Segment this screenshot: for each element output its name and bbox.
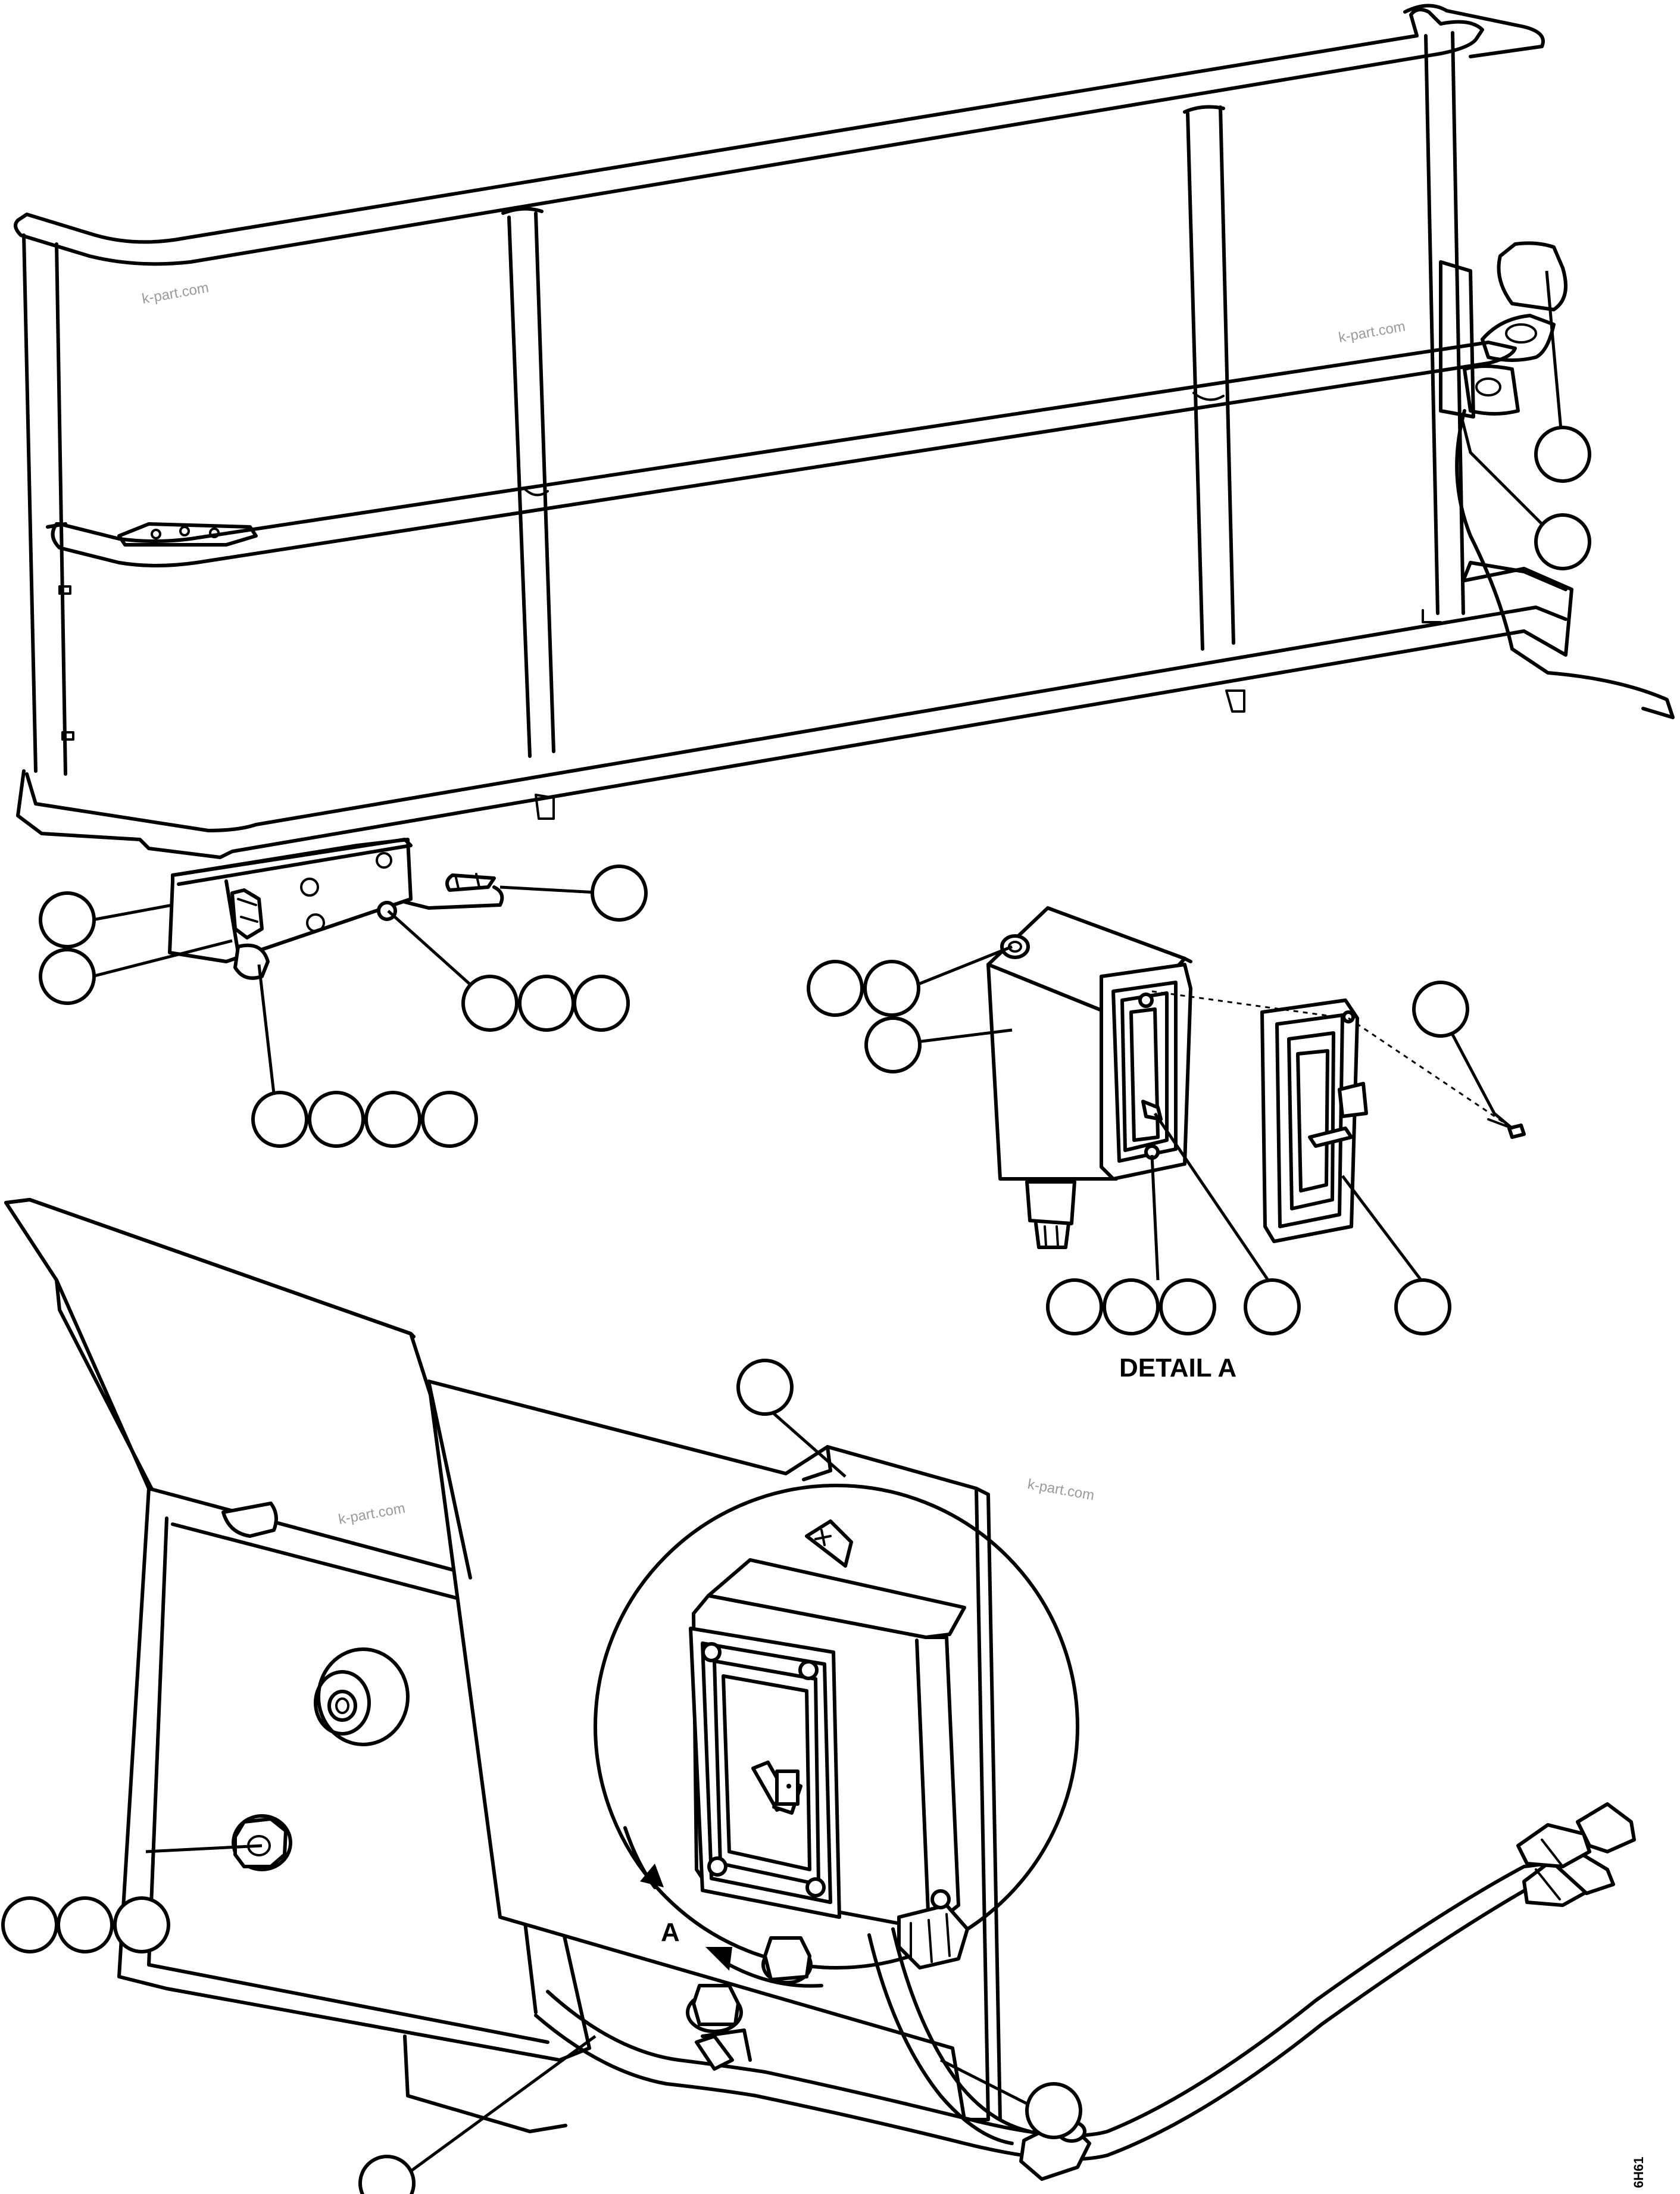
callout-cable-1 [251,1091,308,1148]
callout-box-2 [863,960,920,1017]
callout-bracket-2 [39,948,96,1005]
watermark: k-part.com [1026,1476,1095,1503]
detail-circle-view: A [594,1484,1079,1988]
callout-harness-1 [358,2155,416,2194]
callout-fastener-2 [518,975,575,1032]
callout-cable-4 [421,1091,478,1148]
callout-cable-3 [364,1091,421,1148]
watermark: k-part.com [1337,319,1406,346]
callout-gasket-1 [1046,1278,1103,1335]
callout-fastener-3 [573,975,630,1032]
callout-fastener-1 [461,975,519,1032]
callout-box-3 [864,1016,922,1073]
detail-a-exploded: DETAIL A [986,906,1526,1382]
callout-railing-1 [1534,426,1591,483]
callout-pin [591,865,648,922]
platform-railing [14,4,1573,859]
callout-cable-2 [308,1091,365,1148]
drawing-code: 6H61 [1631,2156,1646,2188]
callout-box-1 [807,960,864,1017]
watermark: k-part.com [140,280,210,307]
callout-bolt-2 [57,1896,114,1953]
view-marker-a: A [661,1918,680,1947]
callout-bracket-1 [39,891,96,948]
callout-harness-2 [1025,2082,1082,2139]
callout-bolt-3 [113,1896,170,1953]
callout-cover [1394,1278,1451,1335]
mount-plate-assembly [4,1198,1002,2133]
callout-gasket-2 [1103,1278,1160,1335]
callout-bolt-1 [1,1896,58,1953]
callout-screw [1412,981,1469,1038]
callout-toggle [1244,1278,1301,1335]
detail-a-label: DETAIL A [1119,1353,1236,1382]
leader-lines [92,270,1565,2187]
callout-railing-2 [1534,513,1591,570]
callout-plate [736,1359,794,1416]
callout-gasket-3 [1159,1278,1216,1335]
mount-bracket [168,838,504,980]
callout-balloons [1,426,1591,2194]
